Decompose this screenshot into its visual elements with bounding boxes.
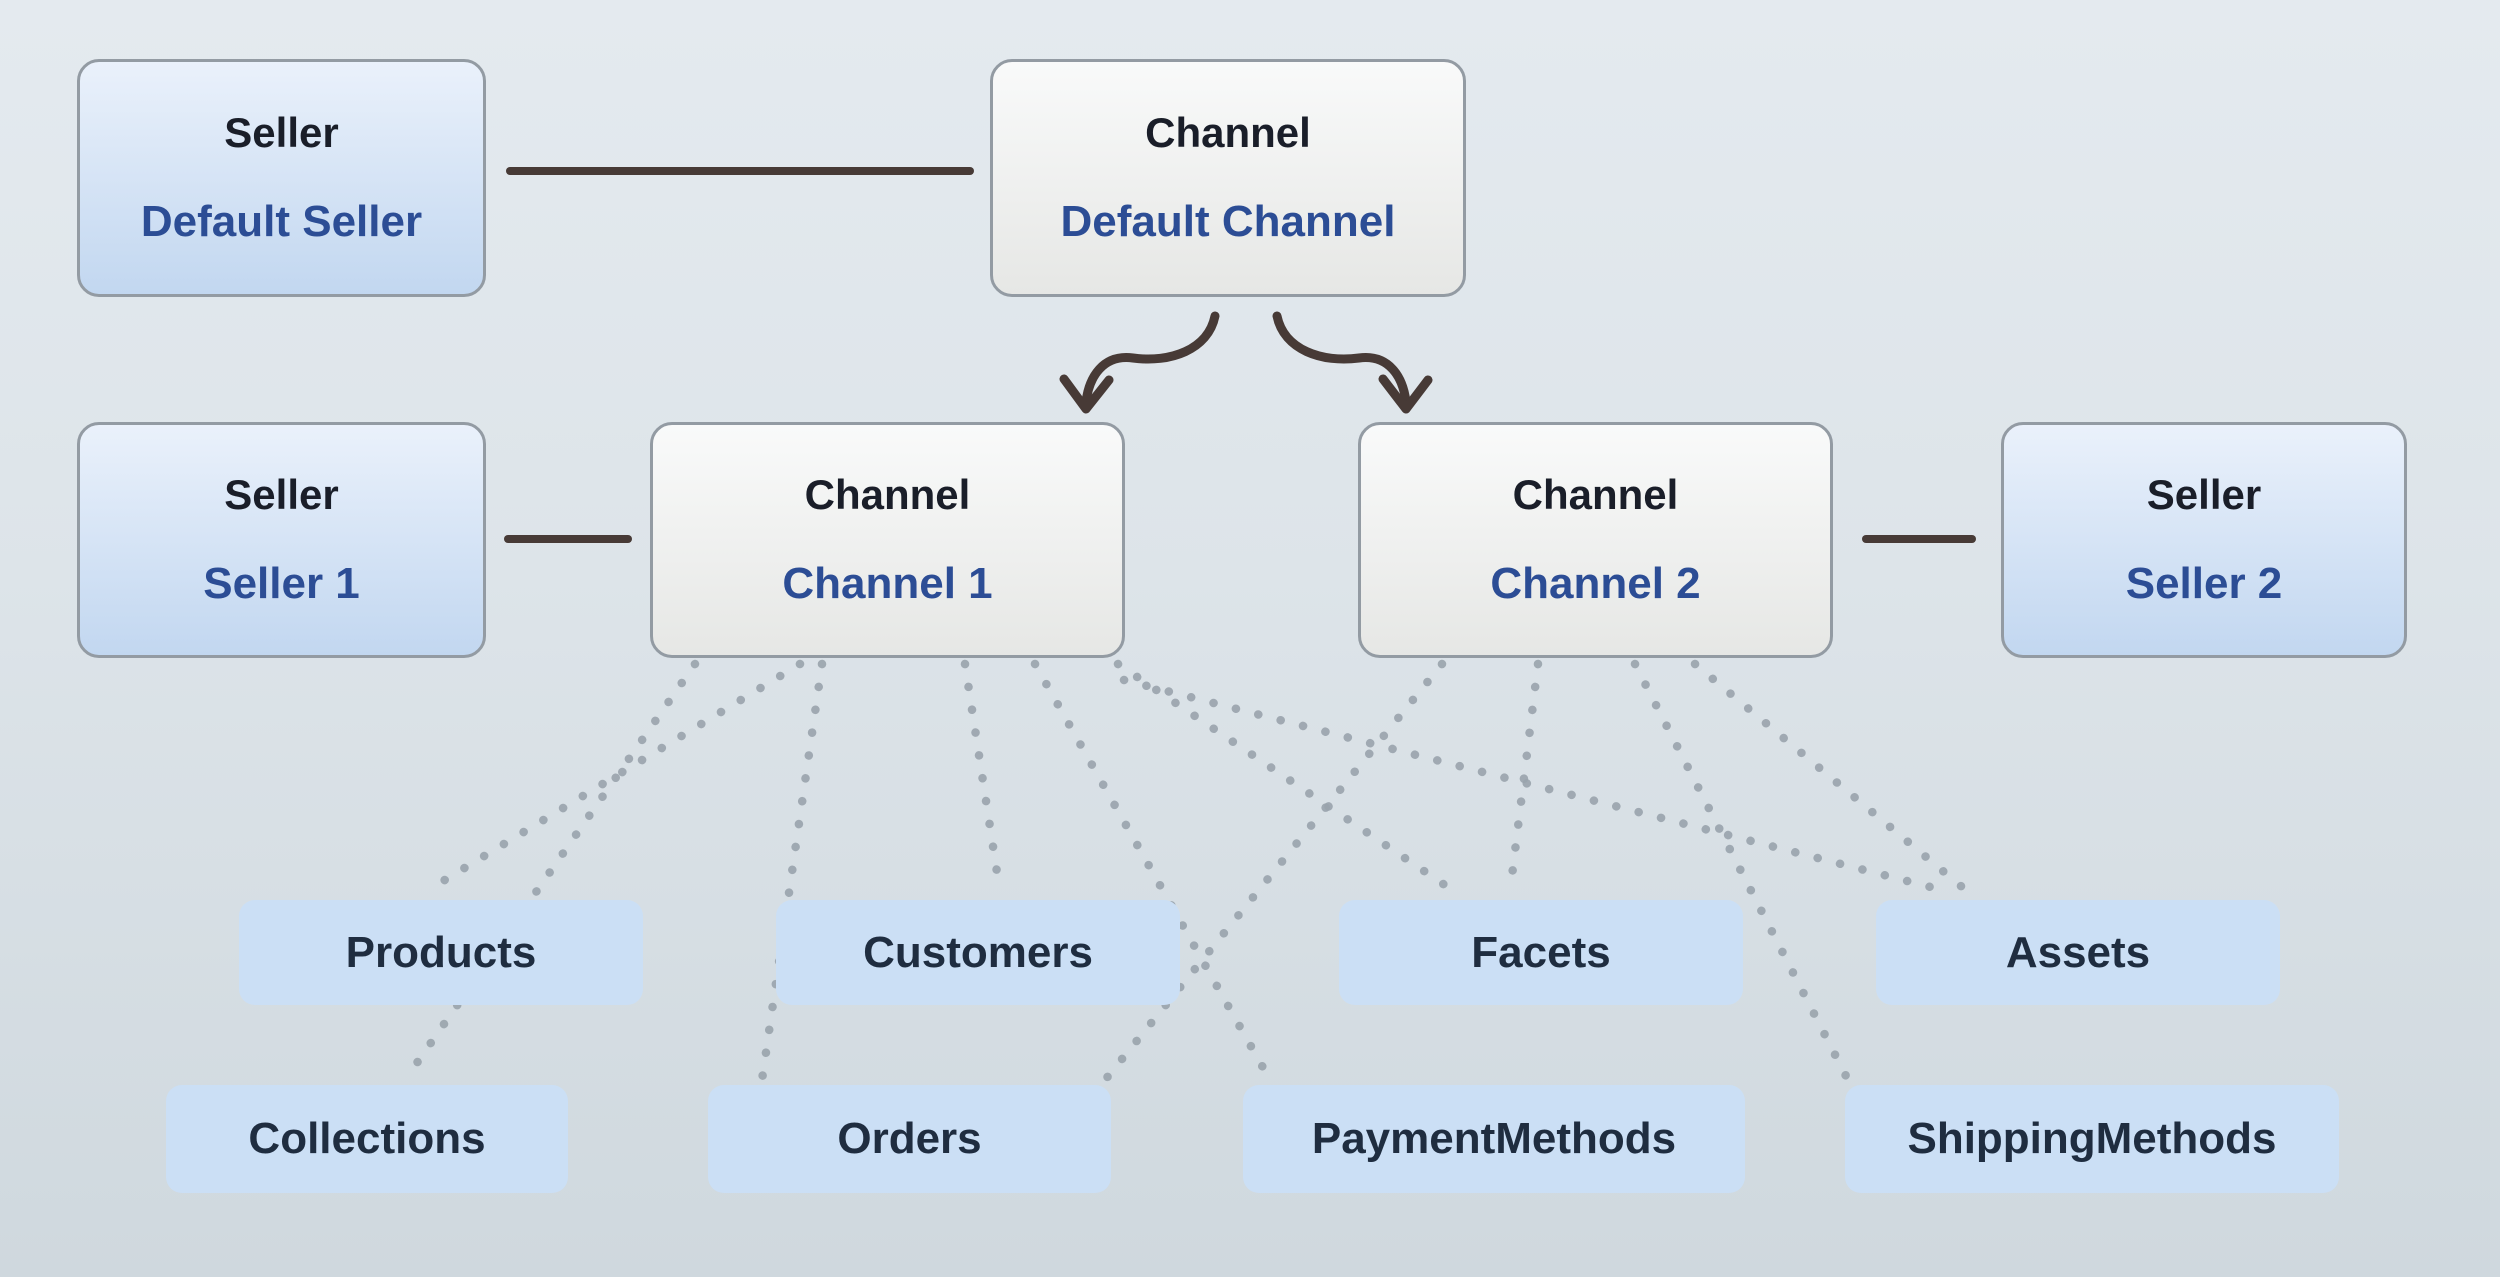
entity-label: Collections [248,1114,486,1163]
dotted-link-channel-2-assets [1690,659,1973,897]
node-name: Channel 1 [782,559,993,608]
dotted-link-channel-2-orders [1100,659,1447,1085]
node-channel-1: Channel Channel 1 [650,422,1125,658]
node-default-channel: Channel Default Channel [990,59,1466,297]
entity-assets: Assets [1876,900,2280,1005]
dotted-link-channel-1-payment-methods [1030,659,1275,1085]
entity-label: Assets [2005,927,2151,977]
entity-label: ShippingMethods [1907,1114,2277,1163]
dotted-link-channel-1-orders [757,659,827,1085]
node-name: Seller 1 [203,559,360,608]
entity-customers: Customers [776,900,1180,1005]
node-seller-2: Seller Seller 2 [2001,422,2407,658]
node-default-seller: Seller Default Seller [77,59,486,297]
entity-products: Products [239,900,643,1005]
entity-label: Orders [837,1114,982,1163]
entity-orders: Orders [708,1085,1111,1193]
node-title: Channel [804,471,971,518]
entity-facets: Facets [1339,900,1743,1005]
arrow-default-channel-channel-1 [1081,311,1220,407]
entity-label: Facets [1471,927,1611,977]
node-title: Seller [2146,471,2262,518]
entity-label: Products [345,927,537,977]
entity-payment-methods: PaymentMethods [1243,1085,1745,1193]
dotted-link-channel-1-collections [400,659,700,1085]
node-title: Channel [1512,471,1679,518]
dotted-link-channel-1-facets [1113,659,1460,897]
entity-label: Customers [863,927,1093,977]
dotted-link-channel-1-assets [1119,675,1955,897]
entity-shipping-methods: ShippingMethods [1845,1085,2339,1193]
node-name: Channel 2 [1490,559,1701,608]
entity-label: PaymentMethods [1311,1114,1677,1163]
arrowhead-icon [1059,374,1114,414]
node-title: Seller [224,471,339,518]
arrowhead-icon [1378,374,1433,414]
dotted-link-channel-2-shipping-methods [1630,659,1853,1085]
node-channel-2: Channel Channel 2 [1358,422,1833,658]
node-name: Default Channel [1060,197,1396,246]
arrow-default-channel-channel-2 [1272,311,1411,407]
entity-collections: Collections [166,1085,568,1193]
node-name: Seller 2 [2125,559,2283,608]
dotted-link-channel-1-customers [960,659,1005,897]
dotted-link-channel-2-facets [1505,659,1543,897]
dotted-link-channel-1-products [420,659,805,897]
node-title: Seller [224,109,339,156]
node-title: Channel [1145,109,1311,156]
node-seller-1: Seller Seller 1 [77,422,486,658]
node-name: Default Seller [140,197,423,246]
